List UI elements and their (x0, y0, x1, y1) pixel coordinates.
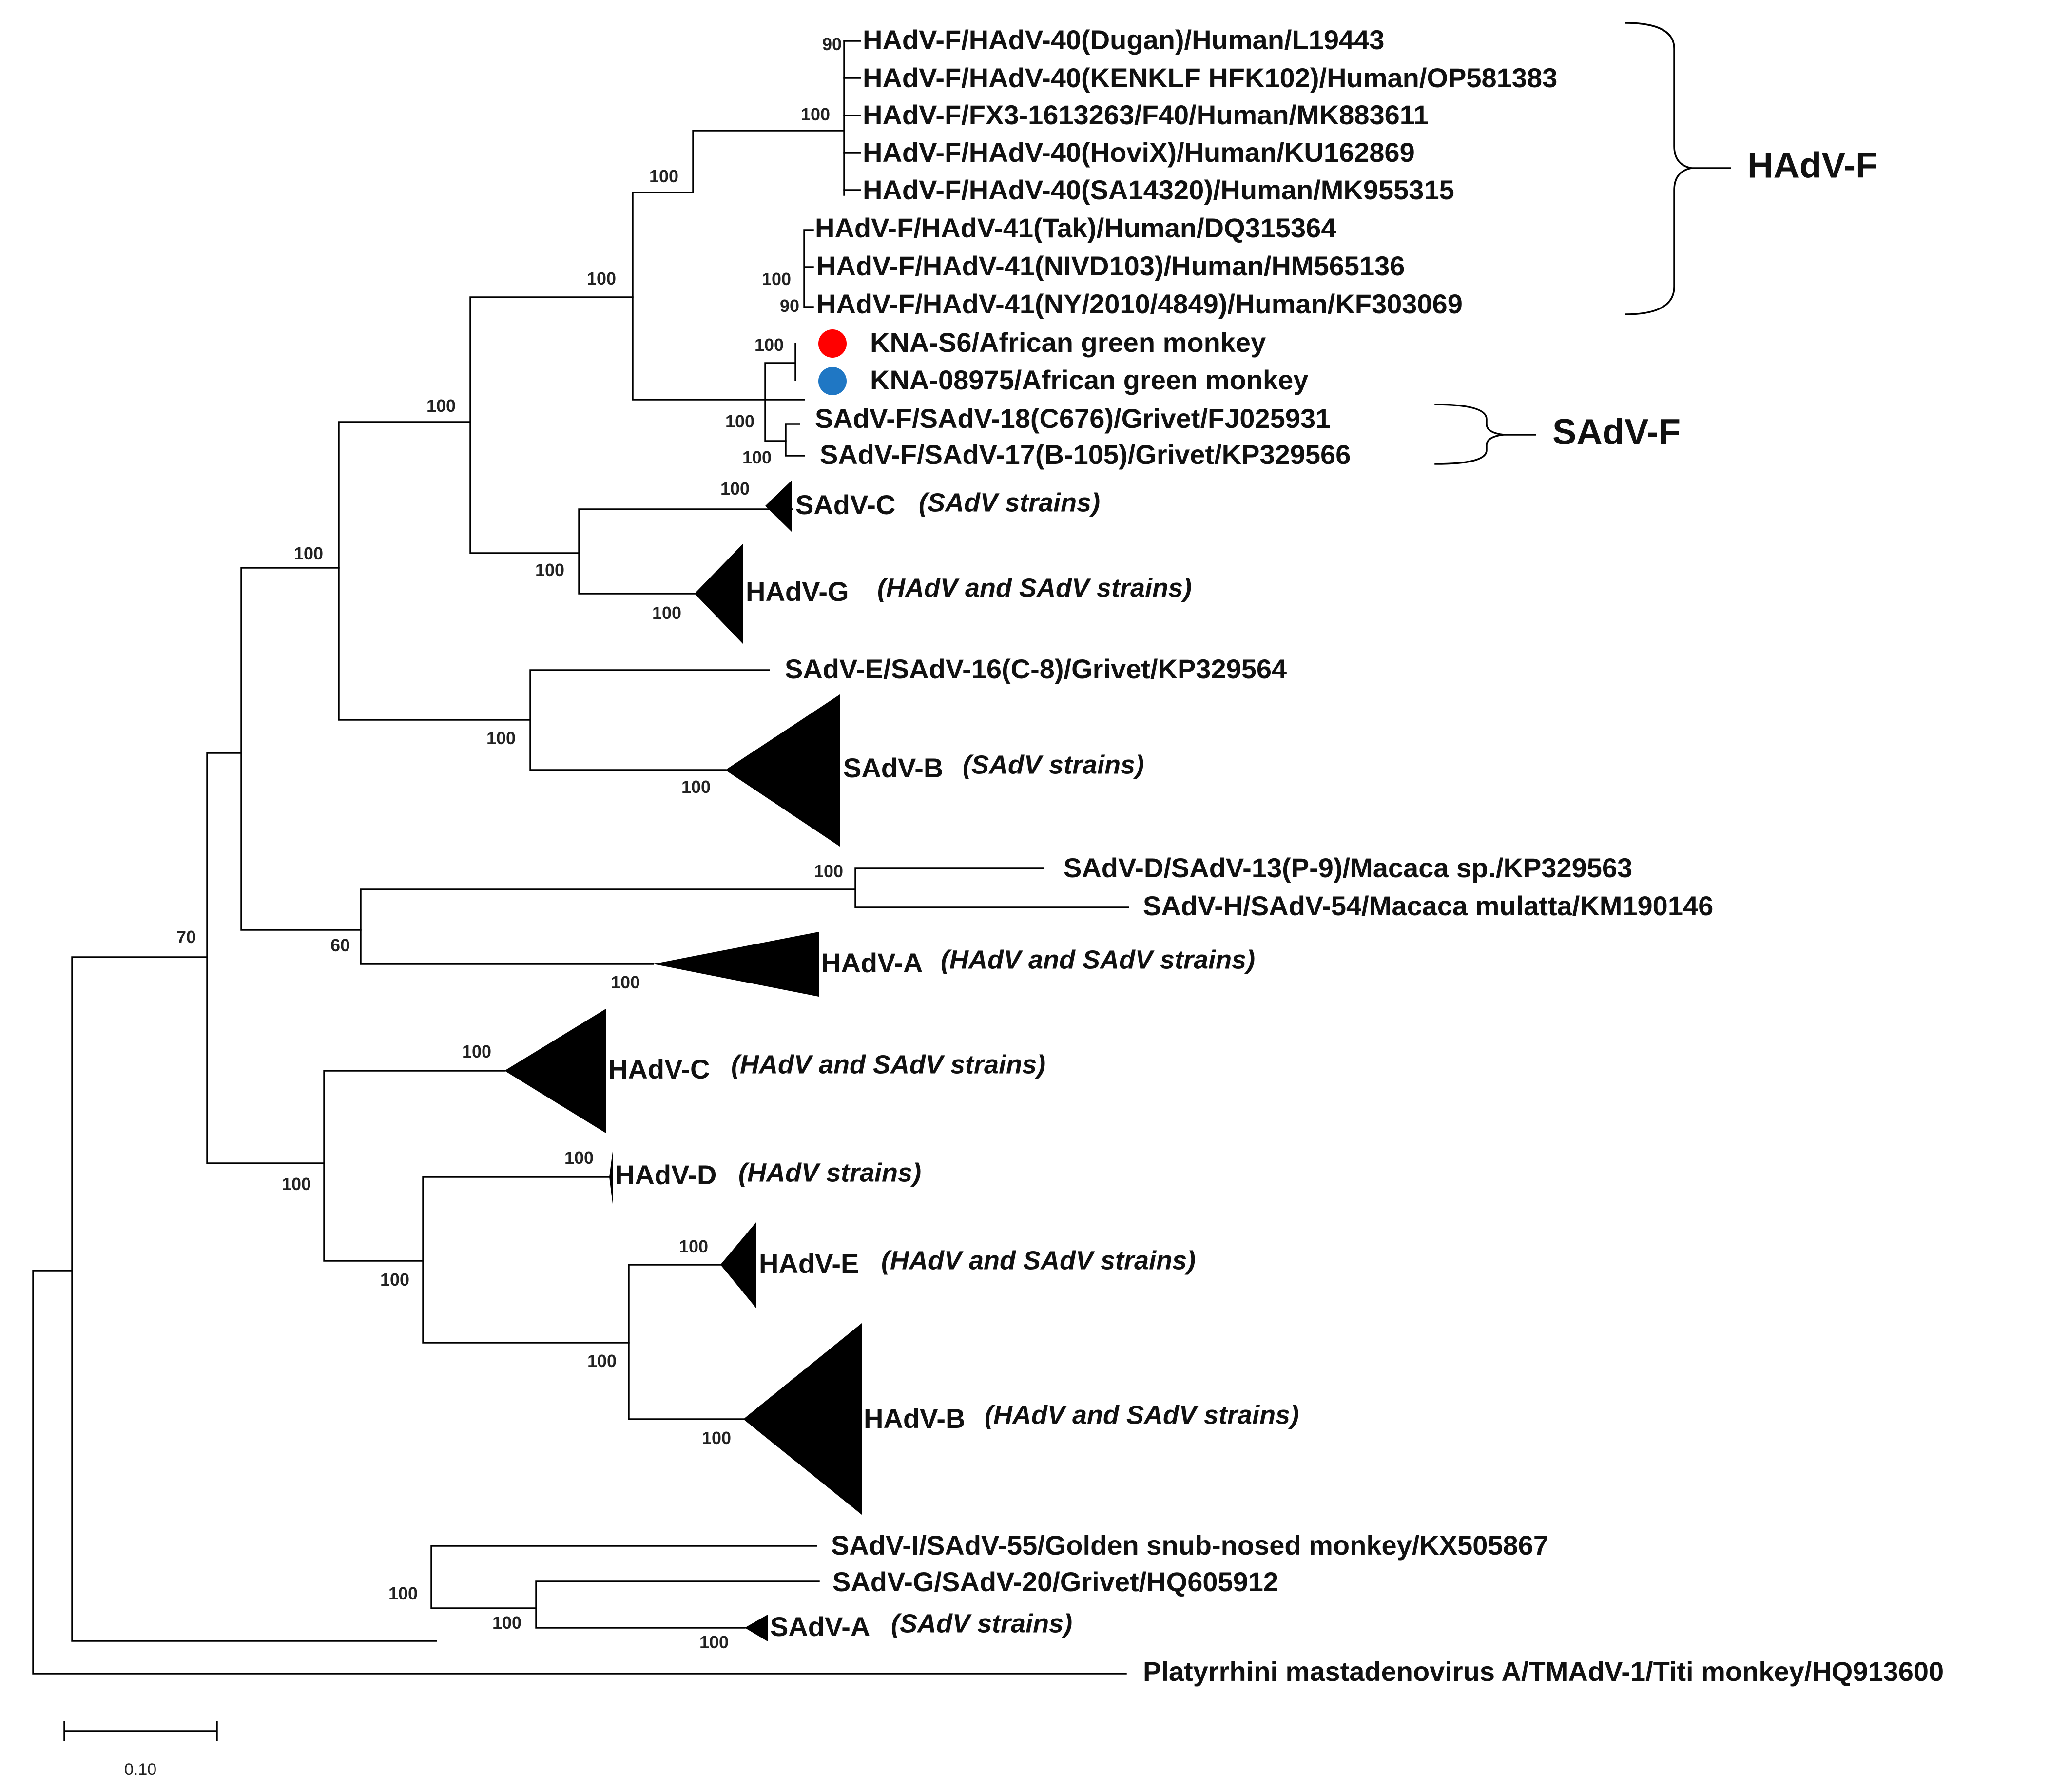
leaf-label-kna-08975: KNA-08975/African green monkey (870, 365, 1308, 395)
group-label-hadv-f: HAdV-F (1747, 145, 1877, 186)
clade-label-hadv-c: HAdV-C (608, 1054, 710, 1084)
leaf-label-f40-kenklf: HAdV-F/HAdV-40(KENKLF HFK102)/Human/OP58… (863, 62, 1557, 93)
bootstrap-value: 100 (380, 1270, 409, 1290)
bootstrap-value: 100 (814, 861, 843, 881)
bootstrap-value: 60 (330, 935, 350, 955)
bootstrap-value: 100 (702, 1428, 731, 1448)
clade-label-hadv-g: HAdV-G (746, 576, 849, 607)
bootstrap-value: 100 (762, 269, 791, 289)
leaf-label-sadv-e: SAdV-E/SAdV-16(C-8)/Grivet/KP329564 (785, 654, 1287, 684)
leaf-label-sadv18: SAdV-F/SAdV-18(C676)/Grivet/FJ025931 (815, 403, 1331, 434)
bootstrap-value: 100 (652, 603, 681, 623)
bootstrap-value: 100 (720, 479, 750, 499)
leaf-label-f40-hovix: HAdV-F/HAdV-40(HoviX)/Human/KU162869 (863, 137, 1415, 168)
clade-label-hadv-a: HAdV-A (821, 947, 923, 978)
bootstrap-value: 100 (679, 1236, 708, 1256)
clade-note-hadv-e: (HAdV and SAdV strains) (881, 1246, 1196, 1275)
bootstrap-value: 100 (754, 335, 784, 355)
leaf-label-sadv-h: SAdV-H/SAdV-54/Macaca mulatta/KM190146 (1143, 890, 1713, 921)
collapsed-clade-triangles (504, 480, 862, 1641)
leaf-label-kna-s6: KNA-S6/African green monkey (870, 327, 1266, 358)
leaf-label-tmadv: Platyrrhini mastadenovirus A/TMAdV-1/Tit… (1143, 1656, 1944, 1687)
bootstrap-value: 100 (587, 1351, 617, 1371)
leaf-labels: HAdV-F/HAdV-40(Dugan)/Human/L19443 HAdV-… (785, 24, 1944, 1687)
kna-08975-blue-marker (818, 367, 847, 395)
bootstrap-value: 100 (564, 1148, 594, 1168)
leaf-label-sadv-d: SAdV-D/SAdV-13(P-9)/Macaca sp./KP329563 (1064, 852, 1632, 883)
kna-s6-red-marker (818, 329, 847, 358)
bootstrap-value: 100 (462, 1041, 491, 1061)
bootstrap-value: 100 (649, 166, 678, 186)
hadv-d-triangle (609, 1148, 613, 1208)
hadv-g-triangle (695, 543, 743, 644)
clade-label-sadv-b: SAdV-B (843, 752, 943, 783)
tree-branches (32, 22, 1731, 1741)
clade-note-hadv-b: (HAdV and SAdV strains) (985, 1400, 1299, 1429)
clade-note-sadv-c: (SAdV strains) (919, 488, 1100, 517)
leaf-label-f40-dugan: HAdV-F/HAdV-40(Dugan)/Human/L19443 (863, 24, 1384, 55)
clade-label-hadv-e: HAdV-E (759, 1248, 859, 1279)
bootstrap-value: 100 (294, 543, 323, 563)
hadv-e-triangle (720, 1222, 756, 1309)
leaf-label-f40-sa14320: HAdV-F/HAdV-40(SA14320)/Human/MK955315 (863, 174, 1454, 205)
clade-label-sadv-c: SAdV-C (795, 489, 895, 520)
bootstrap-value: 100 (426, 396, 456, 416)
bootstrap-value: 100 (486, 728, 516, 748)
bootstrap-value: 100 (611, 972, 640, 992)
leaf-label-f41-nivd: HAdV-F/HAdV-41(NIVD103)/Human/HM565136 (816, 250, 1405, 281)
collapsed-clade-labels: SAdV-C (SAdV strains) HAdV-G (HAdV and S… (608, 488, 1299, 1642)
bootstrap-value: 100 (699, 1632, 729, 1652)
bootstrap-value: 100 (282, 1174, 311, 1194)
group-label-sadv-f: SAdV-F (1552, 412, 1681, 452)
hadv-b-triangle (743, 1323, 862, 1515)
hadv-c-triangle (504, 1009, 606, 1133)
leaf-label-sadv-i: SAdV-I/SAdV-55/Golden snub-nosed monkey/… (831, 1530, 1548, 1561)
clade-note-sadv-b: (SAdV strains) (963, 750, 1144, 779)
bootstrap-value: 90 (780, 296, 799, 316)
clade-note-hadv-a: (HAdV and SAdV strains) (941, 945, 1255, 974)
bootstrap-values: 90 100 100 100 90 100 100 100 100 100 10… (176, 34, 843, 1652)
bootstrap-value: 100 (587, 269, 616, 289)
sadv-a-triangle (745, 1615, 768, 1641)
bootstrap-value: 90 (822, 34, 842, 54)
clade-note-hadv-g: (HAdV and SAdV strains) (877, 573, 1192, 602)
scale-bar-label: 0.10 (124, 1760, 156, 1779)
bootstrap-value: 100 (801, 104, 830, 124)
bootstrap-value: 100 (742, 447, 772, 467)
clade-note-hadv-c: (HAdV and SAdV strains) (731, 1050, 1045, 1079)
leaf-label-f41-tak: HAdV-F/HAdV-41(Tak)/Human/DQ315364 (815, 212, 1336, 243)
leaf-label-sadv17: SAdV-F/SAdV-17(B-105)/Grivet/KP329566 (820, 439, 1351, 470)
bootstrap-value: 100 (725, 411, 754, 431)
clade-label-hadv-d: HAdV-D (615, 1159, 716, 1190)
bootstrap-value: 100 (535, 560, 564, 580)
bootstrap-value: 100 (681, 777, 711, 797)
bootstrap-value: 70 (176, 927, 196, 947)
clade-label-hadv-b: HAdV-B (864, 1403, 965, 1434)
clade-note-hadv-d: (HAdV strains) (738, 1158, 921, 1187)
sadv-b-triangle (725, 694, 840, 847)
sadv-c-triangle (765, 480, 792, 532)
leaf-label-sadv-g: SAdV-G/SAdV-20/Grivet/HQ605912 (832, 1566, 1278, 1597)
clade-label-sadv-a: SAdV-A (770, 1611, 870, 1642)
leaf-label-f40-fx3: HAdV-F/FX3-1613263/F40/Human/MK883611 (863, 99, 1429, 130)
hadv-a-triangle (653, 932, 819, 997)
clade-note-sadv-a: (SAdV strains) (891, 1609, 1072, 1638)
leaf-label-f41-ny: HAdV-F/HAdV-41(NY/2010/4849)/Human/KF303… (816, 289, 1463, 319)
bootstrap-value: 100 (388, 1583, 418, 1603)
bootstrap-value: 100 (492, 1613, 522, 1633)
